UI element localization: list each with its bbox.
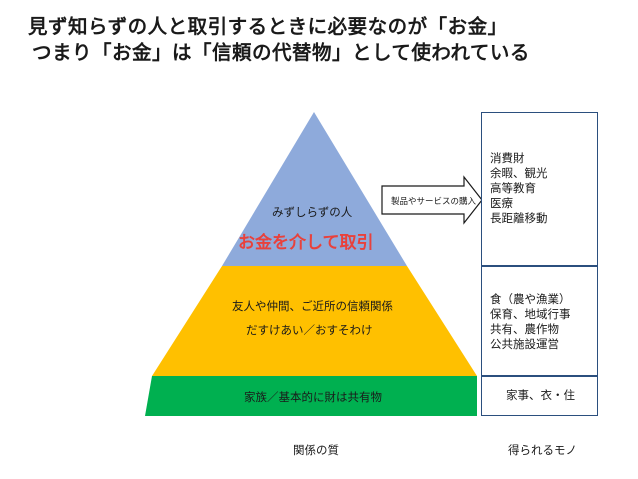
goods-item: 余暇、観光: [490, 166, 548, 180]
goods-box-bottom: 家事、衣・住: [481, 376, 598, 416]
goods-item: 家事、衣・住: [506, 388, 575, 402]
purchase-arrow: [381, 175, 483, 225]
footer-right-label: 得られるモノ: [508, 443, 577, 457]
pyramid-tier-bottom: [145, 376, 477, 416]
goods-item: 消費財: [490, 151, 525, 165]
pyramid-tier-middle: [152, 266, 477, 376]
page-title: 見ず知らずの人と取引するときに必要なのが「お金」 つまり「お金」は「信頼の代替物…: [28, 14, 530, 66]
goods-item: 食（農や漁業）: [490, 292, 571, 306]
goods-item: 高等教育: [490, 181, 536, 195]
goods-item: 公共施設運営: [490, 337, 559, 351]
top-tier-label: みずしらずの人: [272, 205, 353, 219]
pyramid-tier-top: [222, 112, 407, 266]
goods-list-middle: 食（農や漁業）保育、地域行事共有、農作物公共施設運営: [490, 292, 597, 352]
goods-box-middle: 食（農や漁業）保育、地域行事共有、農作物公共施設運営: [481, 266, 598, 376]
goods-box-top: 消費財余暇、観光高等教育医療長距離移動: [481, 112, 598, 266]
goods-item: 共有、農作物: [490, 322, 559, 336]
goods-list-top: 消費財余暇、観光高等教育医療長距離移動: [490, 151, 597, 226]
goods-item: 保育、地域行事: [490, 307, 571, 321]
middle-tier-label-1: 友人や仲間、ご近所の信頼関係: [232, 299, 393, 313]
middle-tier-label-2: だすけあい／おすそわけ: [246, 323, 373, 337]
goods-item: 医療: [490, 196, 513, 210]
goods-item: 長距離移動: [490, 211, 548, 225]
goods-list-bottom: 家事、衣・住: [506, 388, 597, 403]
top-tier-emphasis: お金を介して取引: [238, 233, 374, 253]
purchase-arrow-label: 製品やサービスの購入: [391, 197, 477, 207]
footer-left-label: 関係の質: [293, 443, 339, 457]
bottom-tier-label: 家族／基本的に財は共有物: [244, 390, 382, 404]
title-line-2: つまり「お金」は「信頼の代替物」として使われている: [32, 41, 530, 64]
title-line-1: 見ず知らずの人と取引するときに必要なのが「お金」: [28, 15, 508, 38]
